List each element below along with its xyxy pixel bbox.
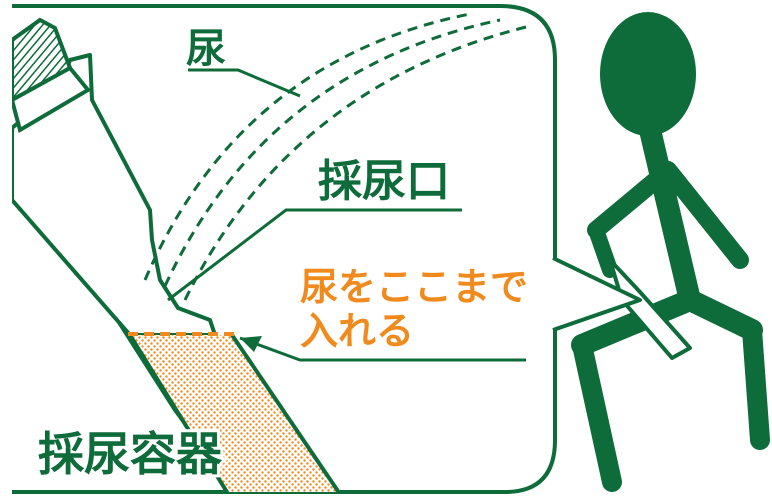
callout-pointer [552,256,642,332]
fill-leader-arrow [240,336,262,352]
person-upper-arm [587,166,671,239]
container-rim [12,65,92,134]
urine-leader-line [188,68,301,98]
person-head [600,12,696,136]
person-icon [571,12,770,492]
label-collection-port: 採尿口 [318,156,450,207]
label-urine: 尿 [186,26,226,72]
person-thigh-back [679,289,763,341]
fill-leader-line [239,336,526,362]
container-cap [12,17,73,104]
urine-stream [143,12,531,301]
port-leader-line [167,208,462,302]
person-torso [639,119,701,311]
container-wall-right [230,333,344,492]
person-back-arm [659,161,749,269]
container-wall-left [128,333,232,492]
label-fill-line-2: 入れる [300,309,414,353]
person-shin-back [742,320,770,450]
person-forearm [588,222,618,278]
urine-fill [130,335,342,492]
person-thigh-front [571,289,701,356]
person-shin-front [572,335,622,492]
label-collection-container: 採尿容器 [38,427,223,481]
label-fill-line-1: 尿をここまで [300,265,528,309]
